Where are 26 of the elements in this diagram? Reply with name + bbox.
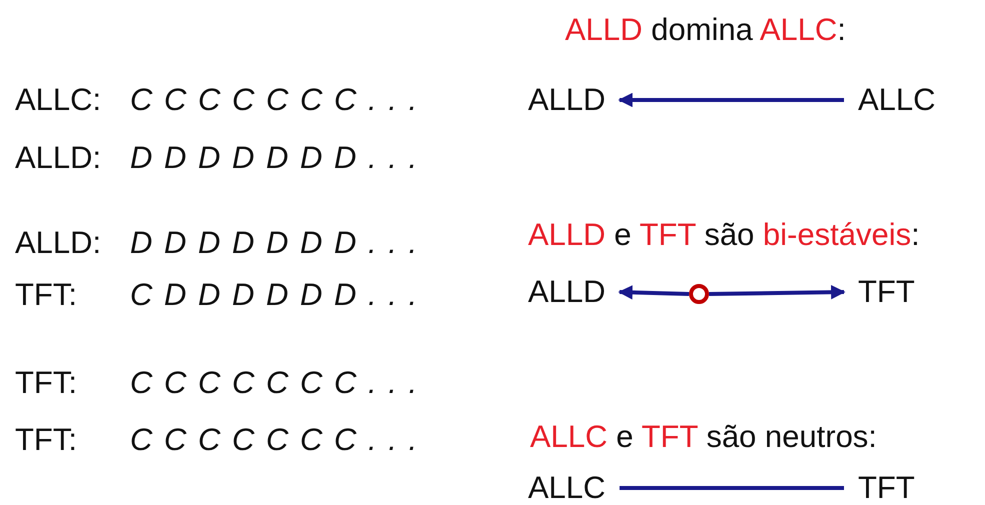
text-label: ALLD e TFT são bi-estáveis: [528, 217, 920, 253]
arrow [708, 285, 846, 300]
strategy-sequence: C C C C C C C . . . [130, 365, 418, 401]
strategy-sequence: C C C C C C C . . . [130, 82, 418, 118]
strategy-name: TFT [858, 274, 915, 310]
strategy-name: ALLD [528, 274, 606, 310]
text-label: TFT: [15, 422, 77, 458]
text-label: ALLC e TFT são neutros: [530, 419, 877, 455]
strategy-name: ALLC [858, 82, 936, 118]
strategy-sequence: D D D D D D D . . . [130, 140, 418, 176]
strategy-name: ALLC [528, 470, 606, 505]
text-label: ALLD: [15, 225, 102, 261]
unstable-point-circle [689, 284, 709, 304]
arrow [618, 92, 844, 108]
connector-line [620, 486, 844, 490]
strategy-sequence: C D D D D D D . . . [130, 277, 418, 313]
strategy-sequence: D D D D D D D . . . [130, 225, 418, 261]
arrow [618, 285, 690, 300]
text-label: ALLC: [15, 82, 102, 118]
strategy-name: ALLD [528, 82, 606, 118]
strategy-name: TFT [858, 470, 915, 505]
strategy-sequence: C C C C C C C . . . [130, 422, 418, 458]
text-label: TFT: [15, 277, 77, 313]
text-label: ALLD domina ALLC: [565, 12, 846, 48]
text-label: ALLD: [15, 140, 102, 176]
text-label: TFT: [15, 365, 77, 401]
